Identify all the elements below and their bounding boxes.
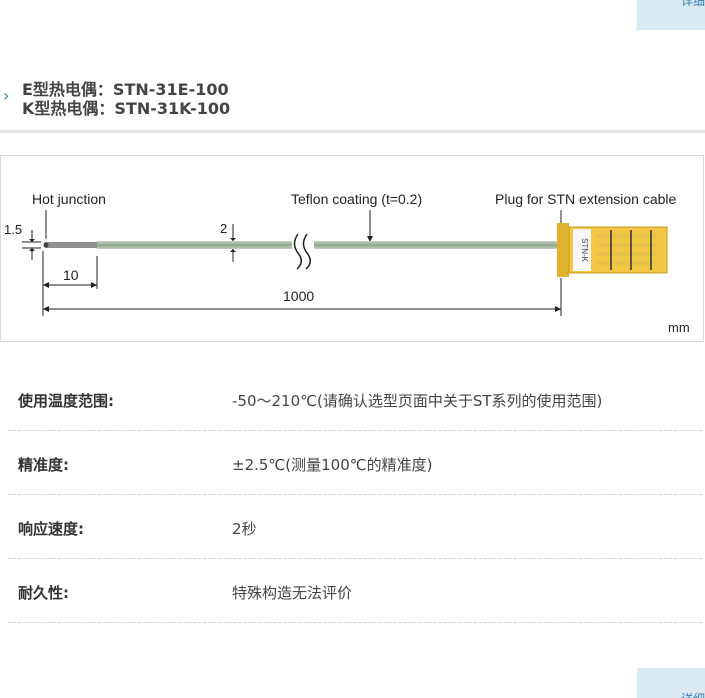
spec-value: 特殊构造无法评价 <box>232 584 353 602</box>
spec-row: 使用温度范围: -50～210℃(请确认选型页面中关于ST系列的使用范围) <box>8 367 702 431</box>
label-hot-junction: Hot junction <box>32 191 106 207</box>
divider <box>0 130 705 133</box>
detail-button-label: 详细 <box>681 690 705 698</box>
dim-2: 2 <box>220 221 227 236</box>
plug-connector <box>557 223 569 277</box>
label-teflon: Teflon coating (t=0.2) <box>291 191 422 207</box>
label-plug: Plug for STN extension cable <box>495 191 677 207</box>
spec-label: 耐久性: <box>18 584 69 602</box>
unit-label: mm <box>668 320 690 335</box>
spec-table: 使用温度范围: -50～210℃(请确认选型页面中关于ST系列的使用范围) 精准… <box>8 367 702 623</box>
dim-1000: 1000 <box>283 288 314 304</box>
spec-value: 2秒 <box>232 520 257 538</box>
detail-button-top[interactable]: 详细 <box>637 0 705 30</box>
probe-diagram: Hot junction Teflon coating (t=0.2) Plug… <box>0 155 704 342</box>
spec-row: 耐久性: 特殊构造无法评价 <box>8 559 702 623</box>
spec-row: 精准度: ±2.5℃(测量100℃的精准度) <box>8 431 702 495</box>
spec-label: 使用温度范围: <box>18 392 114 410</box>
spec-value: ±2.5℃(测量100℃的精准度) <box>232 456 433 474</box>
plug-text: STN-K <box>580 238 589 263</box>
chevron-right-icon: › <box>3 86 10 105</box>
detail-button-label: 详细 <box>681 0 705 8</box>
spec-row: 响应速度: 2秒 <box>8 495 702 559</box>
spec-label: 响应速度: <box>18 520 84 538</box>
detail-button-bottom[interactable]: 详细 <box>637 668 705 698</box>
spec-label: 精准度: <box>18 456 69 474</box>
model-k: K型热电偶：STN-31K-100 <box>22 99 231 118</box>
model-e: E型热电偶：STN-31E-100 <box>22 80 229 99</box>
dim-1-5: 1.5 <box>4 222 22 237</box>
dim-10: 10 <box>63 267 79 283</box>
spec-value: -50～210℃(请确认选型页面中关于ST系列的使用范围) <box>232 392 603 410</box>
